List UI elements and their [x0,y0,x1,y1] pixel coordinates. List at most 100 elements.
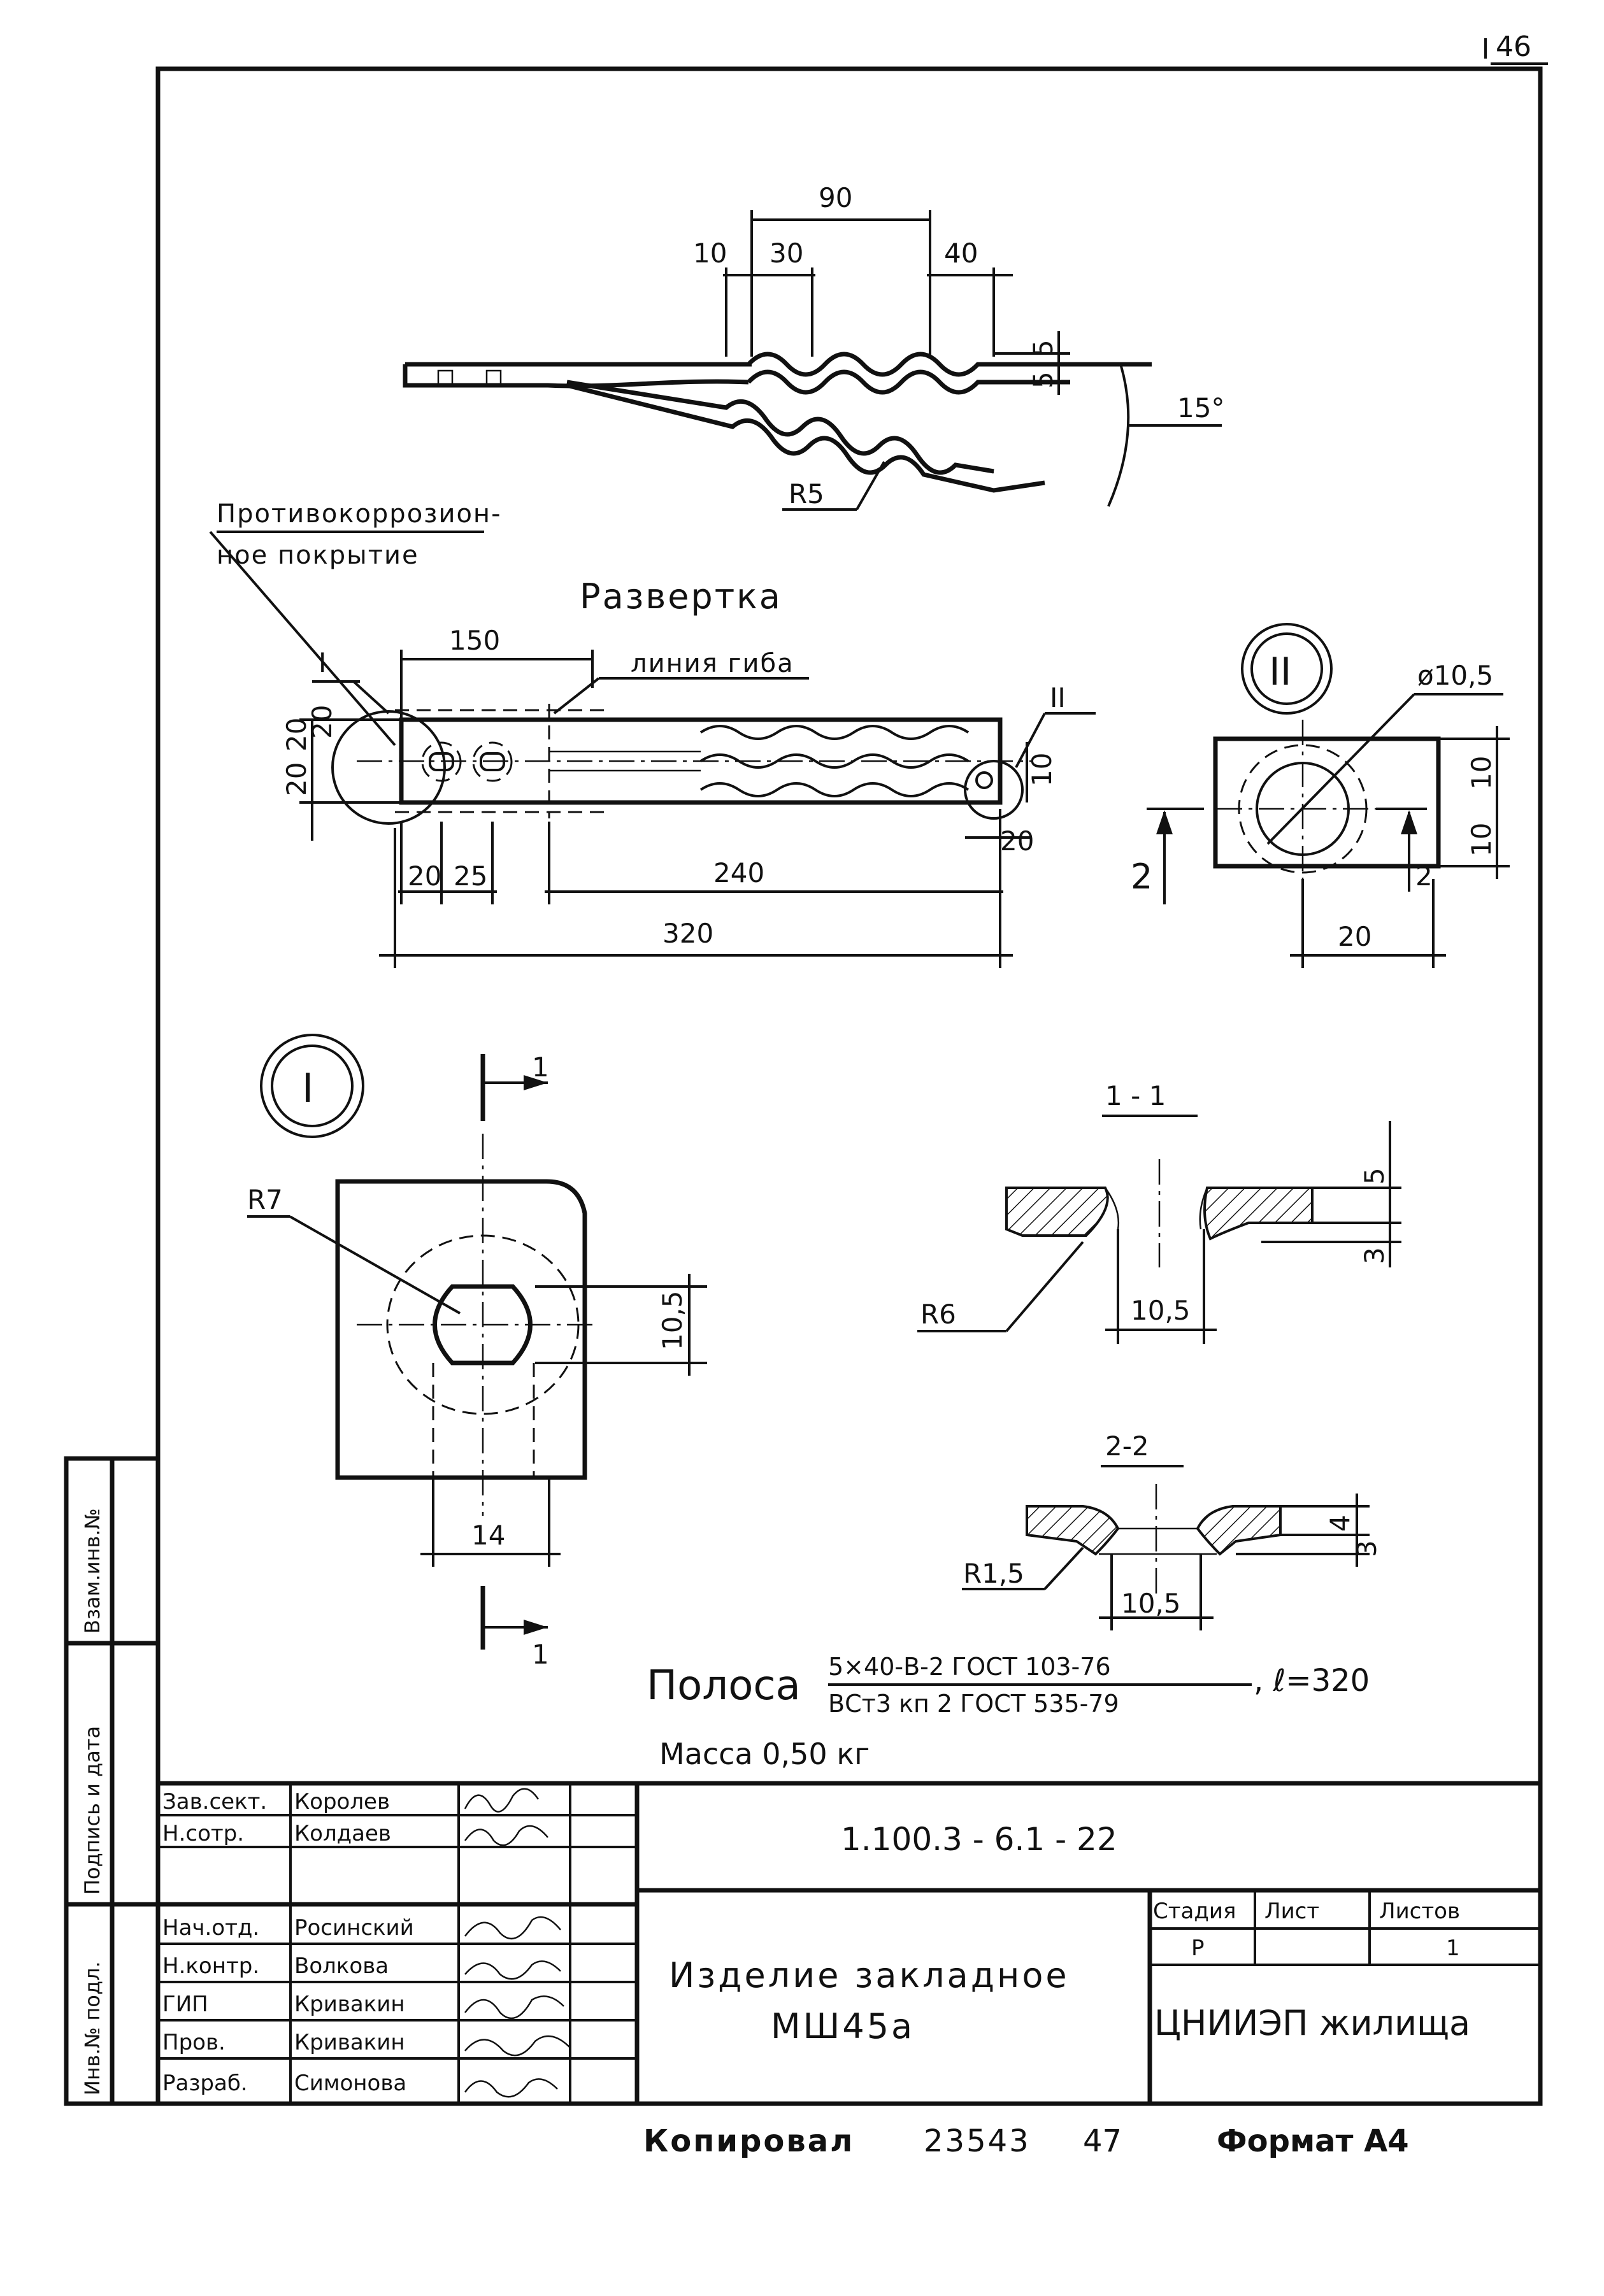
dim-10-bottom: 10 [1466,823,1497,857]
spec-mass: Масса 0,50 кг [659,1737,870,1771]
callout-circle-1 [331,710,446,825]
corrugation-row [699,753,970,769]
row-role: Н.контр. [162,1953,259,1979]
row-name: Росинский [294,1915,414,1941]
sheet-number: 46 [1496,31,1531,63]
dim-320: 320 [662,918,713,949]
dim-14: 14 [471,1520,505,1551]
corrugation-row [699,782,970,797]
dim-20-c: 20 [306,705,338,739]
cut-mark-bottom: 1 [532,1639,549,1670]
spec-denominator: ВСт3 кп 2 ГОСТ 535-79 [828,1690,1119,1718]
footer-number: 23543 [924,2123,1031,2159]
callout-1-label: I [319,647,326,678]
spec-label: Полоса [647,1662,801,1709]
r7-leader [289,1215,461,1315]
org-name: ЦНИИЭП жилища [1154,2003,1470,2043]
title-block: Стадия Лист Листов Р 1 1.100.3 - 6.1 - 2… [155,1781,1543,2106]
section-2-2: 2-2 4 3 R1,5 10,5 [962,1430,1382,1630]
dim-20-d: 20 [408,860,441,892]
dim-20-right: 20 [1000,825,1034,857]
angle-arc [1107,366,1130,507]
dim-90: 90 [819,182,852,213]
callout-2-label: II [1050,682,1066,713]
dim-30: 30 [770,238,803,269]
product-code: МШ45а [771,2006,915,2046]
footer-number-2: 47 [1083,2123,1122,2159]
footer-copied: Копировал [643,2123,854,2159]
section-2-2-left [1026,1505,1120,1556]
detail-1-plate [335,1179,587,1480]
detail-2-label-circle-outer [1241,623,1333,715]
stage-header: Стадия [1153,1899,1236,1924]
section-2-2-title: 2-2 [1105,1430,1149,1462]
fold-line-label: линия гиба [631,649,794,678]
section-mark-left: 2 [1131,857,1154,897]
coating-circle [421,741,462,782]
dim-3: 3 [1359,1247,1390,1264]
sheets-value: 1 [1446,1936,1460,1961]
sheets-header: Листов [1379,1899,1460,1924]
signature [464,1825,548,1846]
coating-note-line1: Противокоррозион- [217,499,502,529]
row-name: Колдаев [294,1821,391,1846]
lower-leg-upper-edge [566,380,994,475]
section-2-2-right [1196,1505,1282,1556]
section-1-1-left [1005,1187,1109,1237]
side-stamp-cell-3: Инв.№ подл. [80,1961,104,2095]
r1-5-leader [1043,1546,1084,1590]
corrugation-row [699,725,970,740]
detail-1-label-circle-inner [271,1045,354,1127]
detail-1-label: I [302,1065,313,1111]
lower-leg-lower-edge [566,383,1045,493]
row-role: Нач.отд. [162,1915,259,1941]
cut-arrowhead [524,1075,548,1090]
hole-mark [437,369,454,387]
row-role: Зав.сект. [162,1789,267,1815]
cut-arrowhead [524,1620,548,1635]
sheet-header: Лист [1264,1899,1319,1924]
row-role: Пров. [162,2030,226,2055]
dim-20-b: 20 [281,762,312,796]
spec-numerator: 5×40-В-2 ГОСТ 103-76 [828,1653,1111,1681]
end-hole [975,771,993,789]
dim-diameter: ø10,5 [1417,660,1493,691]
r5-leader [856,461,885,510]
detail-1-coating [386,1234,580,1415]
upper-corrugation-lower-edge [747,369,1070,395]
dim-r6: R6 [920,1299,956,1330]
dim-4: 4 [1324,1515,1356,1532]
row-name: Волкова [294,1953,389,1979]
dim-r7: R7 [247,1184,283,1215]
callout-circle-2 [964,760,1024,820]
hole-mark [485,369,502,387]
section-1-1-right [1203,1187,1314,1241]
detail-1: I 1 R7 10,5 14 1 [247,1034,707,1670]
stage-value: Р [1191,1936,1205,1961]
dim-150: 150 [449,625,500,656]
callout-1-leader [352,680,390,715]
signature [464,2078,558,2098]
detail-2: II ø10,5 10 10 20 2 2 [1131,623,1510,968]
footer-format: Формат А4 [1217,2123,1409,2159]
detail-2-label: II [1269,650,1291,694]
specification: Полоса 5×40-В-2 ГОСТ 103-76 ВСт3 кп 2 ГО… [647,1653,1370,1771]
dim-25: 25 [454,860,487,892]
dim-10-5: 10,5 [1131,1295,1191,1326]
detail-2-label-circle-inner [1250,632,1323,705]
section-1-1-hole [1104,1187,1208,1230]
doc-code: 1.100.3 - 6.1 - 22 [841,1821,1117,1858]
coating-note: Противокоррозион- ное покрытие [209,499,502,746]
razvertka-view: Развертка линия гиба I II [281,576,1096,968]
dim-5-upper: 5 [1028,339,1059,357]
row-name: Кривакин [294,1992,405,2017]
r6-leader [1005,1241,1084,1332]
row-role: Н.сотр. [162,1821,244,1846]
lower-leg-tip [955,464,994,474]
section-1-1-title: 1 - 1 [1105,1080,1166,1111]
signature [464,1960,561,1980]
section-arrow-head [1156,810,1173,834]
dim-5-lower: 5 [1028,371,1059,389]
dim-10-5: 10,5 [657,1290,688,1350]
